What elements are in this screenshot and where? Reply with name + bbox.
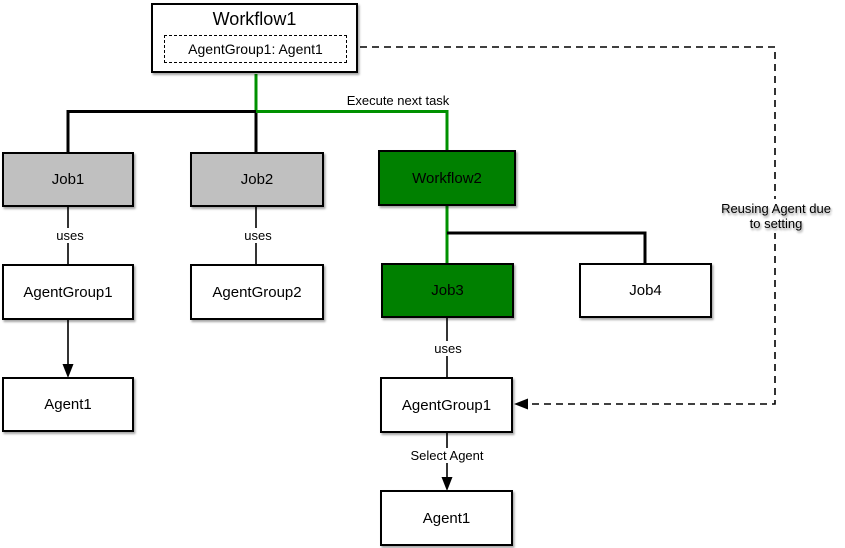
node-job1: Job1: [2, 152, 134, 207]
node-workflow2: Workflow2: [378, 150, 516, 206]
workflow1-title: Workflow1: [212, 9, 297, 29]
label-select-agent: Select Agent: [407, 448, 487, 463]
job2-label: Job2: [240, 171, 274, 188]
label-reusing-agent-note: Reusing Agent due to setting: [717, 199, 835, 233]
agent1-left-label: Agent1: [44, 396, 92, 413]
workflow1-agent-assignment-box: AgentGroup1: Agent1: [164, 35, 347, 63]
label-uses-job3: uses: [431, 341, 465, 356]
agentgroup1-right-label: AgentGroup1: [401, 396, 492, 414]
job4-label: Job4: [629, 282, 662, 299]
node-agentgroup1-left: AgentGroup1: [2, 264, 134, 320]
agent1-right-label: Agent1: [422, 509, 471, 527]
node-agent1-left: Agent1: [2, 377, 134, 432]
agentgroup2-label: AgentGroup2: [212, 283, 302, 301]
node-agentgroup2: AgentGroup2: [190, 264, 324, 320]
label-uses-job1: uses: [53, 228, 87, 243]
node-job4: Job4: [579, 263, 712, 318]
arrowhead-reuse: [514, 398, 528, 410]
node-agent1-right: Agent1: [380, 490, 513, 546]
arrowhead-agent1-right: [441, 477, 453, 491]
label-execute-next-task: Execute next task: [346, 93, 450, 108]
agentgroup1-left-label: AgentGroup1: [23, 283, 113, 301]
workflow2-label: Workflow2: [412, 169, 482, 187]
job3-label: Job3: [431, 282, 464, 299]
node-job2: Job2: [190, 152, 324, 207]
arrowhead-agent1-left: [62, 364, 74, 378]
node-agentgroup1-right: AgentGroup1: [380, 377, 513, 433]
workflow1-agent-assignment-label: AgentGroup1: Agent1: [188, 41, 323, 57]
job1-label: Job1: [51, 171, 85, 188]
node-job3: Job3: [381, 263, 514, 318]
label-uses-job2: uses: [241, 228, 275, 243]
node-workflow1: Workflow1 AgentGroup1: Agent1: [151, 3, 358, 73]
